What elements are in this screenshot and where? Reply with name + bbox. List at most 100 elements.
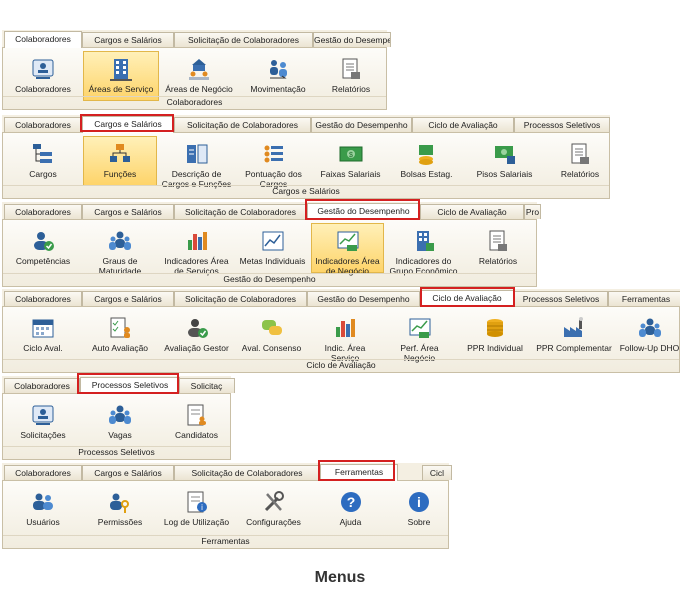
- ribbon-group-label: Colaboradores: [3, 96, 386, 108]
- relatorios-button[interactable]: Relatórios: [321, 51, 381, 101]
- tab-solicitacao-de-colaboradores[interactable]: Solicitação de Colaboradores: [174, 117, 311, 132]
- tab-ferramentas[interactable]: Ferramentas: [320, 464, 398, 481]
- tab-cargos-e-salarios[interactable]: Cargos e Salários: [82, 116, 174, 133]
- indicadores-do-grupo-economico-button[interactable]: Indicadores do Grupo Econômico: [386, 223, 461, 276]
- checklist-person-icon: [110, 317, 130, 338]
- button-label: PPR Individual: [467, 343, 523, 353]
- tab-gestao-do-desempenho[interactable]: Gestão do Desempenho: [313, 32, 391, 47]
- indicadores-area-de-servicos-button[interactable]: Indicadores Área de Serviços: [159, 223, 234, 276]
- button-label: PPR Complementar: [536, 343, 612, 353]
- solicitacoes-button[interactable]: Solicitações: [5, 397, 81, 447]
- graus-de-maturidade-button[interactable]: Graus de Maturidade: [83, 223, 157, 276]
- button-label: Áreas de Serviço: [88, 84, 154, 94]
- report-icon: [342, 58, 360, 79]
- tab-colaboradores[interactable]: Colaboradores: [4, 378, 80, 393]
- permissoes-button[interactable]: Permissões: [83, 484, 157, 534]
- movimentacao-button[interactable]: Movimentação: [238, 51, 318, 101]
- usuarios-button[interactable]: Usuários: [5, 484, 81, 534]
- tab-gestao-do-desempenho[interactable]: Gestão do Desempenho: [311, 117, 412, 132]
- funcoes-button[interactable]: Funções: [83, 136, 157, 186]
- ppr-individual-button[interactable]: PPR Individual: [458, 310, 532, 360]
- svg-text:i: i: [417, 494, 421, 510]
- tab-ciclo-de-avaliacao[interactable]: Ciclo de Avaliação: [420, 204, 524, 219]
- tab-colaboradores[interactable]: Colaboradores: [4, 291, 82, 306]
- button-label: Ajuda: [339, 517, 362, 527]
- id-card-icon: [32, 405, 54, 425]
- colaboradores-button[interactable]: Colaboradores: [5, 51, 81, 101]
- tab-solicitacao-de-colaboradores[interactable]: Solicitação de Colaboradores: [174, 204, 307, 219]
- perf-area-negocio-button[interactable]: Perf. Área Negócio: [383, 310, 456, 363]
- tab-processos-seletivos[interactable]: Processos Seletivos: [514, 117, 610, 132]
- button-label: Indicadores Área de Negócio: [315, 256, 380, 276]
- cargos-button[interactable]: Cargos: [5, 136, 81, 186]
- tab-cicl[interactable]: Cicl: [422, 465, 452, 480]
- tab-colaboradores[interactable]: Colaboradores: [4, 117, 82, 132]
- ajuda-button[interactable]: ? Ajuda: [313, 484, 388, 534]
- tab-solicitac[interactable]: Solicitaç: [178, 378, 235, 393]
- tab-cargos-e-salarios[interactable]: Cargos e Salários: [82, 32, 174, 47]
- chart-money-icon: [337, 231, 358, 251]
- bolsas-estag-button[interactable]: Bolsas Estag.: [389, 136, 464, 186]
- tab-solicitacao-de-colaboradores[interactable]: Solicitação de Colaboradores: [174, 32, 313, 47]
- tab-ciclo-de-avaliacao[interactable]: Ciclo de Avaliação: [420, 290, 514, 307]
- indicadores-area-de-negocio-button[interactable]: Indicadores Área de Negócio: [311, 223, 384, 276]
- areas-de-negocio-button[interactable]: Áreas de Negócio: [161, 51, 237, 101]
- button-label: Indicadores do Grupo Econômico: [389, 256, 458, 276]
- tab-cargos-e-salarios[interactable]: Cargos e Salários: [82, 204, 174, 219]
- tab-solicitacao-de-colaboradores[interactable]: Solicitação de Colaboradores: [174, 291, 307, 306]
- areas-de-servico-button[interactable]: Áreas de Serviço: [83, 51, 159, 101]
- tab-pro[interactable]: Pro: [524, 204, 541, 219]
- competencias-button[interactable]: Competências: [5, 223, 81, 273]
- descricao-de-cargos-e-funcoes-button[interactable]: Descrição de Cargos e Funções: [159, 136, 234, 189]
- tab-solicitacao-de-colaboradores[interactable]: Solicitação de Colaboradores: [174, 465, 320, 480]
- tab-cargos-e-salarios[interactable]: Cargos e Salários: [82, 291, 174, 306]
- building-icon: [110, 59, 132, 81]
- tab-colaboradores[interactable]: Colaboradores: [4, 465, 82, 480]
- button-label: Candidatos: [174, 430, 218, 440]
- faixas-salariais-button[interactable]: $Faixas Salariais: [313, 136, 388, 186]
- aval-consenso-button[interactable]: Aval. Consenso: [236, 310, 307, 360]
- vagas-button[interactable]: Vagas: [83, 397, 157, 447]
- tab-processos-seletivos[interactable]: Processos Seletivos: [514, 291, 608, 306]
- tab-cargos-e-salarios[interactable]: Cargos e Salários: [82, 465, 174, 480]
- chat-bubbles-icon: [261, 320, 282, 335]
- metas-individuais-button[interactable]: Metas Individuais: [236, 223, 309, 273]
- info-icon: i: [409, 492, 429, 512]
- calendar-icon: [32, 319, 54, 338]
- tab-ferramentas[interactable]: Ferramentas: [608, 291, 680, 306]
- ppr-complementar-button[interactable]: PPR Complementar: [534, 310, 614, 360]
- ribbon-group-label: Cargos e Salários: [3, 185, 609, 197]
- help-icon: ?: [340, 492, 361, 512]
- pontuacao-dos-cargos-button[interactable]: Pontuação dos Cargos: [236, 136, 311, 189]
- tab-ciclo-de-avaliacao[interactable]: Ciclo de Avaliação: [412, 117, 514, 132]
- follow-up-dho-button[interactable]: Follow-Up DHO: [616, 310, 680, 360]
- relatorios-button[interactable]: Relatórios: [545, 136, 615, 186]
- button-label: Competências: [15, 256, 71, 266]
- tab-processos-seletivos[interactable]: Processos Seletivos: [80, 377, 180, 394]
- configuracoes-button[interactable]: Configurações: [236, 484, 311, 534]
- tab-colaboradores[interactable]: Colaboradores: [4, 204, 82, 219]
- tab-gestao-do-desempenho[interactable]: Gestão do Desempenho: [307, 203, 420, 220]
- ciclo-aval-button[interactable]: Ciclo Aval.: [5, 310, 81, 360]
- money-coins-icon: [418, 145, 433, 165]
- pisos-salariais-button[interactable]: Pisos Salariais: [466, 136, 543, 186]
- auto-avaliacao-button[interactable]: Auto Avaliação: [83, 310, 157, 360]
- manager-check-icon: [187, 319, 208, 338]
- people-group-icon: [109, 405, 131, 424]
- indic-area-servico-button[interactable]: Indic. Área Serviço: [309, 310, 381, 363]
- tab-gestao-do-desempenho[interactable]: Gestão do Desempenho: [307, 291, 420, 306]
- button-label: Pontuação dos Cargos: [245, 169, 302, 189]
- tab-colaboradores[interactable]: Colaboradores: [4, 31, 82, 48]
- relatorios-button[interactable]: Relatórios: [463, 223, 533, 273]
- candidatos-button[interactable]: Candidatos: [159, 397, 234, 447]
- button-label: Faixas Salariais: [320, 169, 381, 179]
- avaliacao-gestor-button[interactable]: Avaliação Gestor: [159, 310, 234, 360]
- document-person-icon: [187, 404, 206, 426]
